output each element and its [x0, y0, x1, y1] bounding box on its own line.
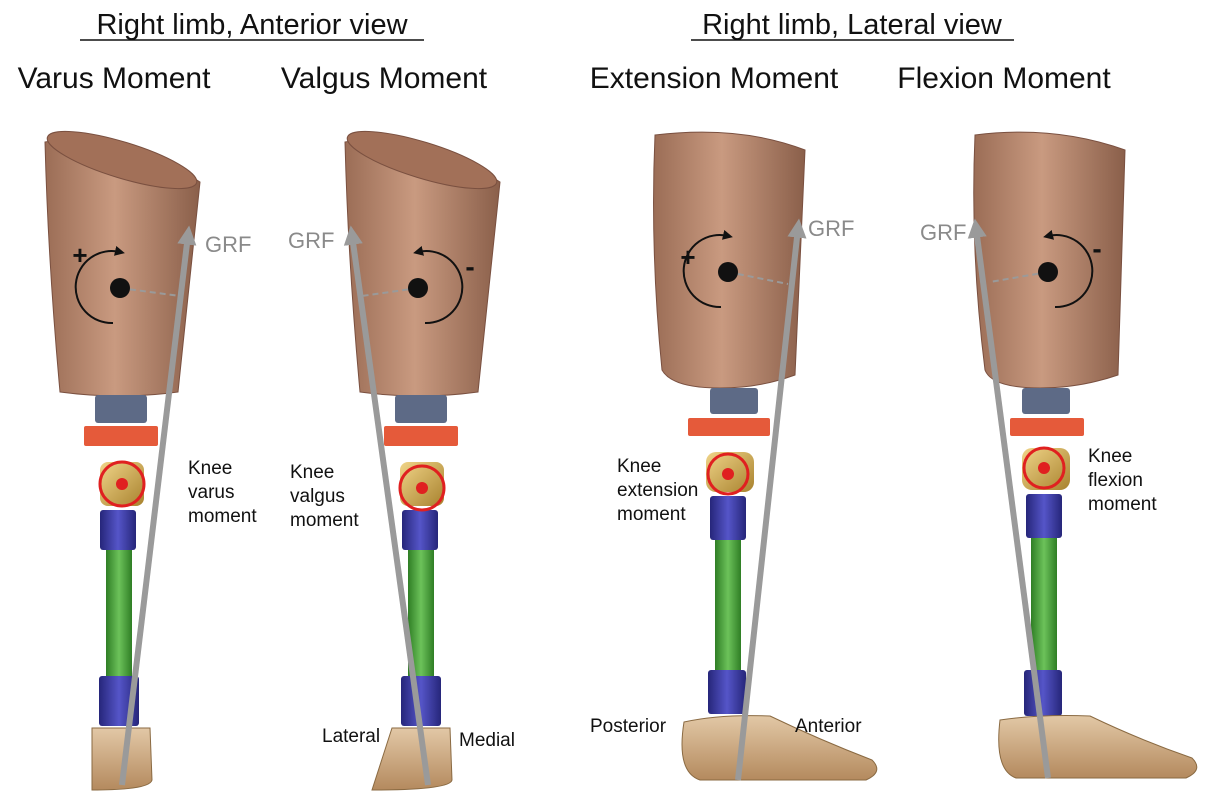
socket — [974, 132, 1125, 388]
knee-label-varus-line1: Knee — [188, 458, 232, 479]
panel-title-varus: Varus Moment — [18, 62, 212, 95]
lower-adapter — [100, 510, 136, 550]
foot — [372, 728, 452, 790]
grf-label-varus: GRF — [205, 232, 251, 257]
lower-adapter — [402, 510, 438, 550]
pylon — [1031, 538, 1057, 670]
knee-label-valgus-line1: Knee — [290, 462, 334, 483]
panel-title-flexion: Flexion Moment — [897, 62, 1111, 95]
panel-title-extension: Extension Moment — [590, 62, 839, 95]
moment-sign-flexion: - — [1092, 233, 1101, 264]
ankle-adapter — [1024, 670, 1062, 716]
grf-label-extension: GRF — [808, 216, 854, 241]
grf-label-valgus: GRF — [288, 228, 334, 253]
lower-adapter — [1026, 494, 1062, 538]
knee-label-extension-line1: Knee — [617, 456, 661, 477]
adapter-clamp — [688, 418, 770, 436]
pyramid-adapter — [1022, 388, 1070, 414]
knee-label-flexion: Knee flexion moment — [1088, 446, 1157, 515]
limb-valgus — [342, 120, 502, 790]
direction-anterior: Anterior — [795, 716, 862, 737]
moment-sign-varus: + — [72, 240, 87, 270]
knee-label-varus: Knee varus moment — [188, 458, 257, 527]
knee-center-varus — [116, 478, 128, 490]
pylon — [715, 540, 741, 670]
direction-medial: Medial — [459, 730, 515, 751]
moment-sign-valgus: - — [465, 251, 474, 282]
knee-label-extension-line3: moment — [617, 504, 686, 525]
lateral-view-header: Right limb, Lateral view — [702, 9, 1003, 41]
pyramid-adapter — [95, 395, 147, 423]
ankle-adapter — [708, 670, 746, 714]
moment-sign-extension: + — [680, 242, 695, 272]
adapter-clamp — [84, 426, 158, 446]
anterior-view-header: Right limb, Anterior view — [96, 9, 408, 41]
knee-label-flexion-line1: Knee — [1088, 446, 1132, 467]
pivot-point-flexion — [1038, 262, 1058, 282]
knee-label-varus-line2: varus — [188, 482, 234, 503]
knee-label-valgus-line3: moment — [290, 510, 359, 531]
knee-center-valgus — [416, 482, 428, 494]
knee-label-flexion-line3: moment — [1088, 494, 1157, 515]
knee-label-extension-line2: extension — [617, 480, 698, 501]
pyramid-adapter — [395, 395, 447, 423]
pivot-point-varus — [110, 278, 130, 298]
adapter-clamp — [1010, 418, 1084, 436]
pivot-point-valgus — [408, 278, 428, 298]
knee-label-flexion-line2: flexion — [1088, 470, 1143, 491]
pylon — [106, 550, 132, 676]
knee-label-varus-line3: moment — [188, 506, 257, 527]
pyramid-adapter — [710, 388, 758, 414]
foot — [999, 716, 1197, 779]
panel-title-valgus: Valgus Moment — [281, 62, 488, 95]
knee-label-valgus-line2: valgus — [290, 486, 345, 507]
knee-center-flexion — [1038, 462, 1050, 474]
knee-label-extension: Knee extension moment — [617, 456, 704, 525]
knee-label-valgus: Knee valgus moment — [290, 462, 359, 531]
lower-adapter — [710, 496, 746, 540]
adapter-clamp — [384, 426, 458, 446]
grf-label-flexion: GRF — [920, 220, 966, 245]
direction-posterior: Posterior — [590, 716, 667, 737]
direction-lateral: Lateral — [322, 726, 380, 747]
limb-varus — [42, 120, 202, 790]
knee-center-extension — [722, 468, 734, 480]
pivot-point-extension — [718, 262, 738, 282]
